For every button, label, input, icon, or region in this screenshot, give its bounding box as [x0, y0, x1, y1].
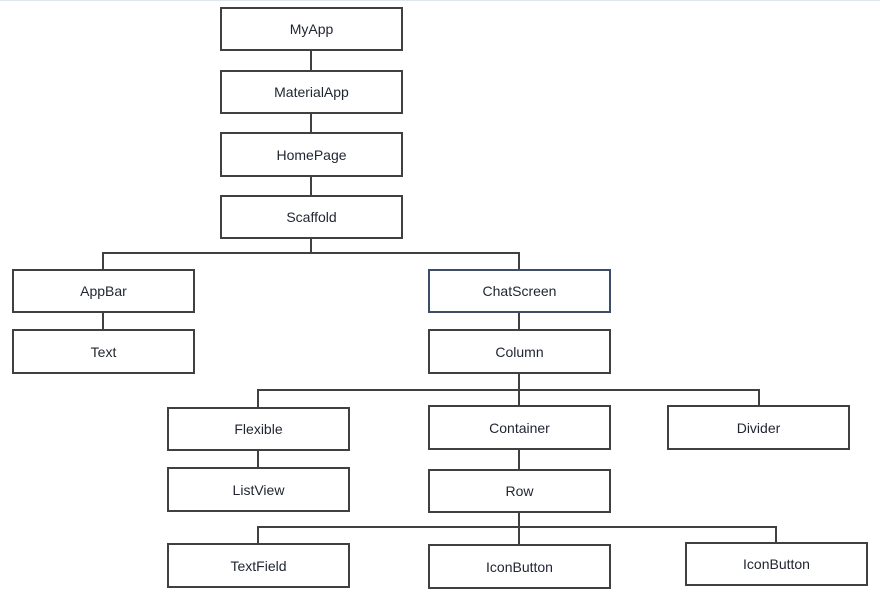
top-rule: [0, 0, 880, 1]
node-row: Row: [428, 469, 611, 513]
node-text: Text: [12, 329, 195, 374]
edge-scaffold-children: [102, 238, 520, 270]
node-myapp: MyApp: [220, 7, 403, 51]
node-chatscreen: ChatScreen: [428, 269, 611, 313]
node-container: Container: [428, 405, 611, 450]
node-flexible: Flexible: [167, 407, 350, 451]
node-iconbutton-1: IconButton: [428, 544, 611, 589]
edge-row-children: [257, 512, 777, 545]
node-scaffold: Scaffold: [220, 195, 403, 239]
node-iconbutton-2: IconButton: [685, 542, 868, 586]
node-appbar: AppBar: [12, 269, 195, 313]
node-listview: ListView: [167, 467, 350, 512]
node-divider: Divider: [667, 405, 850, 450]
node-materialapp: MaterialApp: [220, 70, 403, 114]
node-column: Column: [428, 329, 611, 374]
node-textfield: TextField: [167, 543, 350, 588]
edge-column-children: [257, 373, 760, 408]
node-homepage: HomePage: [220, 132, 403, 177]
